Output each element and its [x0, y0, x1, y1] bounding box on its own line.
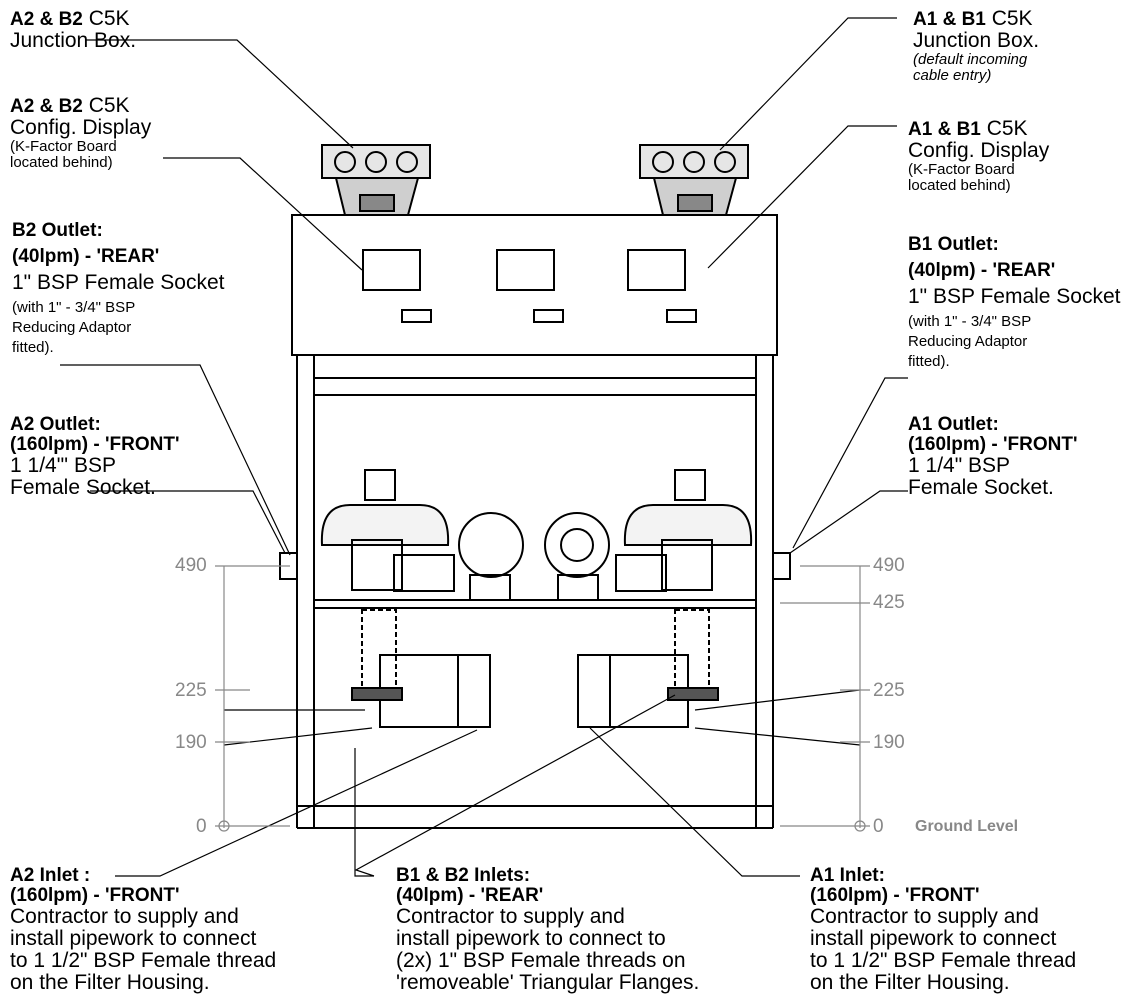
a2-outlet-flow: (160lpm) - 'FRONT': [10, 433, 180, 455]
a1b1-jbox-line2: Junction Box.: [913, 29, 1040, 53]
a2b2-display-note1: (K-Factor Board: [10, 138, 117, 156]
label-a2-outlet: A2 Outlet: (160lpm) - 'FRONT' 1 1/4"' BS…: [10, 415, 180, 499]
label-b1-b2-inlets: B1 & B2 Inlets: (40lpm) - 'REAR' Contrac…: [396, 866, 699, 994]
label-b1-outlet: B1 Outlet: (40lpm) - 'REAR' 1" BSP Femal…: [908, 232, 1121, 372]
dim-right-425: 425: [873, 592, 905, 613]
a2b2-jbox-line2: Junction Box.: [10, 29, 137, 53]
a1b1-display-note1: (K-Factor Board: [908, 161, 1015, 179]
label-a1-inlet: A1 Inlet: (160lpm) - 'FRONT' Contractor …: [810, 866, 1076, 994]
b1-outlet-size: 1" BSP Female Socket: [908, 285, 1121, 309]
a2b2-display-note2: located behind): [10, 153, 113, 171]
a2-outlet-title: A2 Outlet:: [10, 414, 101, 435]
b1-outlet-note2: Reducing Adaptor: [908, 332, 1028, 350]
label-a1-outlet: A1 Outlet: (160lpm) - 'FRONT' 1 1/4" BSP…: [908, 415, 1078, 499]
a1b1-jbox-note2: cable entry): [913, 66, 992, 84]
label-b2-outlet: B2 Outlet: (40lpm) - 'REAR' 1" BSP Femal…: [12, 218, 225, 358]
b2-outlet-title: B2 Outlet:: [12, 220, 103, 241]
a2b2-display-suffix: C5K: [82, 94, 130, 117]
b2-outlet-note1: (with 1" - 3/4" BSP: [12, 298, 136, 316]
b1-outlet-note1: (with 1" - 3/4" BSP: [908, 312, 1032, 330]
a1b1-jbox-suffix: C5K: [985, 7, 1033, 30]
a2-inlet-line4: install pipework to connect: [10, 926, 257, 950]
a1-inlet-line3: Contractor to supply and: [810, 904, 1039, 928]
dim-right-190: 190: [873, 732, 905, 753]
a2-inlet-title: A2 Inlet :: [10, 865, 91, 886]
b-inlets-line6: 'removeable' Triangular Flanges.: [396, 971, 700, 995]
a2-inlet-line5: to 1 1/2" BSP Female thread: [10, 948, 277, 972]
dim-right-225: 225: [873, 680, 905, 701]
label-a1b1-config-display: A1 & B1 C5K Config. Display (K-Factor Bo…: [908, 117, 1050, 194]
label-a1b1-junction-box: A1 & B1 C5K Junction Box. (default incom…: [913, 7, 1040, 84]
dim-right-0: 0: [873, 816, 884, 837]
dim-left-0: 0: [196, 816, 207, 837]
b1-outlet-title: B1 Outlet:: [908, 234, 999, 255]
b1-outlet-flow: (40lpm) - 'REAR': [908, 259, 1056, 281]
a1-inlet-flow: (160lpm) - 'FRONT': [810, 884, 980, 906]
a1b1-jbox-bold: A1 & B1: [913, 9, 986, 30]
right-junction-box: [639, 144, 749, 216]
a2-outlet-line4: Female Socket.: [10, 475, 156, 499]
b2-outlet-size: 1" BSP Female Socket: [12, 271, 225, 295]
b-inlets-line3: Contractor to supply and: [396, 904, 625, 928]
a2b2-jbox-bold: A2 & B2: [10, 9, 83, 30]
a1-outlet-title: A1 Outlet:: [908, 414, 999, 435]
left-junction-box: [321, 144, 431, 216]
label-a2b2-config-display: A2 & B2 C5K Config. Display (K-Factor Bo…: [10, 94, 152, 171]
label-a2b2-junction-box: A2 & B2 C5K Junction Box.: [10, 7, 137, 53]
b-inlets-line5: (2x) 1" BSP Female threads on: [396, 948, 686, 972]
a2b2-display-line2: Config. Display: [10, 116, 152, 140]
a2-outlet-line3: 1 1/4"' BSP: [10, 453, 117, 477]
a2b2-jbox-suffix: C5K: [82, 7, 130, 30]
a1-inlet-line4: install pipework to connect: [810, 926, 1057, 950]
a1-outlet-line3: 1 1/4" BSP: [908, 453, 1011, 477]
a1b1-display-bold: A1 & B1: [908, 119, 981, 140]
b-inlets-line4: install pipework to connect to: [396, 926, 666, 950]
a1b1-display-suffix: C5K: [980, 117, 1028, 140]
dim-left-225: 225: [175, 680, 207, 701]
a1-inlet-line5: to 1 1/2" BSP Female thread: [810, 948, 1077, 972]
ground-level-label: Ground Level: [915, 818, 1019, 835]
a1b1-display-line2: Config. Display: [908, 139, 1050, 163]
a2-inlet-line3: Contractor to supply and: [10, 904, 239, 928]
b2-outlet-note2: Reducing Adaptor: [12, 318, 132, 336]
dim-right-490: 490: [873, 555, 905, 576]
a2-inlet-flow: (160lpm) - 'FRONT': [10, 884, 180, 906]
a1-outlet-flow: (160lpm) - 'FRONT': [908, 433, 1078, 455]
a1-outlet-line4: Female Socket.: [908, 475, 1054, 499]
b2-outlet-flow: (40lpm) - 'REAR': [12, 245, 160, 267]
a2b2-display-bold: A2 & B2: [10, 96, 83, 117]
a1b1-jbox-note1: (default incoming: [913, 51, 1028, 69]
a1b1-display-note2: located behind): [908, 176, 1011, 194]
dim-left-490: 490: [175, 555, 207, 576]
a1-inlet-line6: on the Filter Housing.: [810, 971, 1010, 995]
label-a2-inlet: A2 Inlet : (160lpm) - 'FRONT' Contractor…: [10, 866, 276, 994]
dim-left-190: 190: [175, 732, 207, 753]
a2-inlet-line6: on the Filter Housing.: [10, 971, 210, 995]
a1-inlet-title: A1 Inlet:: [810, 865, 885, 886]
b2-outlet-note3: fitted).: [12, 339, 54, 357]
b-inlets-title: B1 & B2 Inlets:: [396, 865, 531, 886]
b1-outlet-note3: fitted).: [908, 353, 950, 371]
b-inlets-flow: (40lpm) - 'REAR': [396, 884, 544, 906]
